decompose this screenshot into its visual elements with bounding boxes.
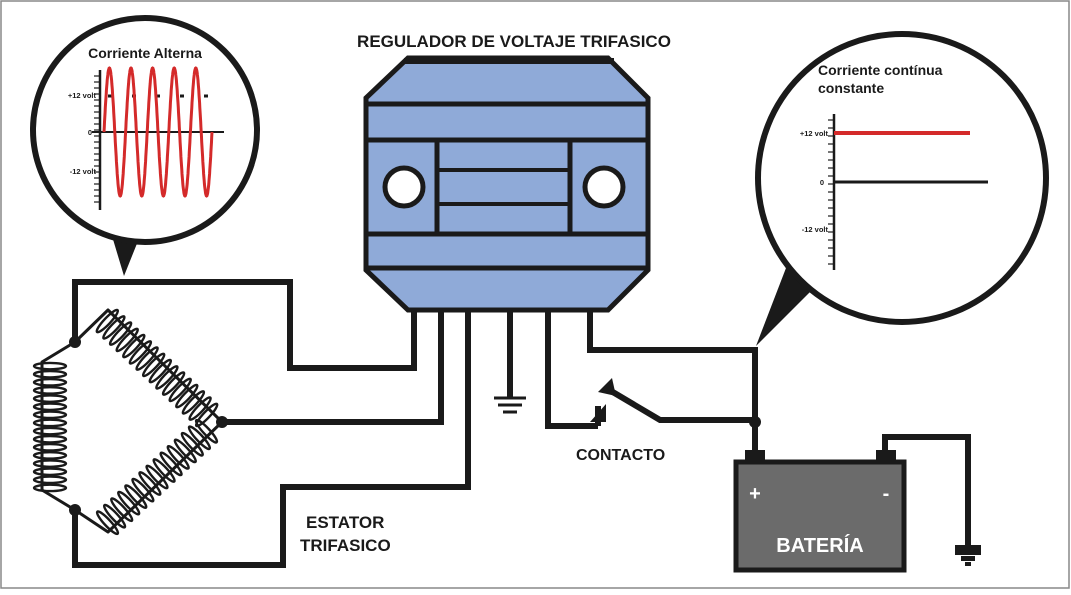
wire-phase-3: [72, 308, 471, 568]
coil-loop: [102, 503, 127, 529]
junction-right: [216, 416, 228, 428]
coil-loop: [194, 418, 219, 444]
junction-bottom: [69, 504, 81, 516]
coil-loop: [115, 327, 139, 353]
battery-minus: -: [883, 483, 890, 505]
coil-loop: [181, 390, 206, 415]
coil-loop: [32, 410, 68, 420]
coil-loop: [110, 497, 134, 523]
ground-symbol-regulator: [494, 396, 526, 414]
coil-loop: [173, 438, 197, 464]
coil-loop: [32, 402, 68, 412]
coil-loop: [159, 451, 183, 477]
coil-loop: [128, 340, 153, 365]
coil-loop: [95, 510, 120, 536]
junction-output: [749, 416, 761, 428]
dc-plus-label: +12 volt: [800, 129, 829, 138]
coil-loop: [108, 321, 133, 346]
mount-hole-right: [582, 165, 626, 209]
dc-panel-title-line2: constante: [818, 80, 884, 96]
ac-bubble-pointer: [112, 236, 140, 276]
coil-loop: [117, 490, 141, 516]
ac-zero-label: 0: [88, 128, 92, 137]
regulator-body: [363, 55, 651, 313]
coil-loop: [131, 477, 155, 503]
coil-loop: [32, 459, 68, 469]
mount-hole-left: [382, 165, 426, 209]
coil-loop: [175, 383, 199, 409]
ac-bubble-circle: [30, 15, 260, 245]
stator-coils: [32, 308, 219, 536]
coil-loop: [187, 425, 212, 451]
switch-contact: [590, 404, 606, 422]
junction-top: [69, 336, 81, 348]
coil-loop: [32, 451, 68, 460]
stator-label-line1: ESTATOR: [306, 513, 384, 532]
ground-symbol-battery: [955, 545, 981, 566]
battery-label: BATERÍA: [776, 534, 863, 557]
coil-loop: [138, 471, 162, 496]
coil-loop: [95, 308, 120, 334]
coil-loop: [155, 365, 179, 390]
coil-loop: [32, 442, 68, 452]
ac-plus-label: +12 volt: [68, 91, 97, 100]
ac-ticks: [94, 75, 100, 203]
wire-phase-1: [72, 279, 417, 371]
coil-loop: [141, 352, 166, 378]
coil-loop: [32, 361, 68, 371]
coil-loop: [122, 333, 146, 359]
wire-switch-in: [545, 308, 598, 429]
dc-ticks: [828, 119, 834, 265]
wire-phase-2: [222, 308, 444, 425]
battery-plus: +: [749, 483, 761, 505]
coil-loop: [168, 377, 192, 403]
diagram-title: REGULADOR DE VOLTAJE TRIFASICO: [357, 32, 671, 51]
coil-loop: [194, 402, 219, 428]
switch-label: CONTACTO: [576, 447, 665, 464]
wire-switch-blade: [604, 385, 755, 423]
dc-bubble-pointer: [756, 268, 812, 346]
coil-loop: [161, 371, 186, 396]
coil-loop: [32, 475, 68, 485]
coil-loop: [166, 444, 190, 470]
coil-loop: [32, 369, 68, 379]
coil-loop: [32, 418, 68, 428]
dc-bubble: Corriente contínua constante +12 volt 0 …: [755, 31, 1049, 346]
coil-loop: [32, 426, 68, 436]
switch-pivot: [598, 378, 616, 396]
coil-loop: [152, 458, 176, 483]
coil-loop: [145, 464, 169, 490]
coil-loop: [135, 346, 159, 371]
regulator: [363, 55, 651, 313]
coil-loop: [32, 377, 68, 387]
coil-loop: [180, 431, 204, 457]
coil-loop: [188, 396, 212, 421]
coil-loop: [32, 483, 68, 493]
wires: [72, 279, 971, 568]
coil-loop: [32, 386, 68, 395]
dc-zero-label: 0: [820, 178, 824, 187]
wire-battery-neg: [882, 434, 971, 548]
coil-loop: [148, 358, 173, 384]
ac-bubble: Corriente Alterna +12 volt 0 -12 volt: [30, 15, 260, 276]
ac-panel-title: Corriente Alterna: [88, 45, 202, 61]
battery-body: [733, 459, 907, 573]
battery: + - BATERÍA: [733, 450, 907, 573]
ac-minus-label: -12 volt: [70, 167, 97, 176]
coil-loop: [102, 315, 126, 340]
coil-loop: [124, 484, 148, 510]
dc-minus-label: -12 volt: [802, 225, 829, 234]
dc-panel-title-line1: Corriente contínua: [818, 62, 943, 78]
ac-sine-wave: [102, 66, 214, 198]
coil-loop: [32, 467, 68, 477]
dc-bubble-circle: [755, 31, 1049, 325]
wire-output: [587, 308, 758, 462]
coil-loop: [32, 394, 68, 404]
stator-label-line2: TRIFASICO: [300, 536, 391, 555]
coil-loop: [32, 434, 68, 444]
